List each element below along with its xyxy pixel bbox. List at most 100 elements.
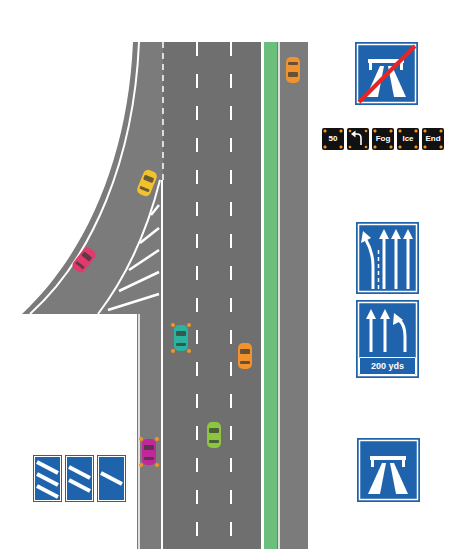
road-markings — [278, 42, 280, 549]
end-of-motorway-sign — [355, 42, 418, 105]
car — [240, 349, 250, 354]
road-markings — [98, 180, 160, 314]
road-markings — [30, 42, 279, 549]
car — [187, 323, 191, 327]
road-markings — [138, 314, 140, 549]
motorway-start-sign — [371, 456, 374, 467]
car — [286, 57, 300, 83]
distance-panel: 200 yds — [359, 357, 416, 375]
countdown-markers — [65, 455, 94, 502]
car — [136, 168, 159, 197]
lane-divergence-sign — [366, 240, 373, 289]
countdown-markers — [37, 486, 58, 497]
car — [238, 343, 252, 369]
matrix-arrow-signal — [349, 130, 352, 133]
lane-divergence-sign — [379, 229, 389, 239]
car — [139, 437, 143, 441]
motorway-start-sign — [357, 438, 420, 502]
road-markings — [161, 180, 163, 549]
car — [155, 463, 159, 467]
road-markings — [261, 42, 263, 549]
motorway-start-sign — [357, 438, 420, 502]
matrix-arrow-signal — [365, 130, 368, 133]
end-of-motorway-sign — [358, 45, 416, 103]
matrix-signal: 50 — [322, 128, 344, 150]
car — [139, 186, 149, 193]
lane-merge-sign — [359, 303, 417, 376]
lane-divergence-sign — [403, 229, 413, 239]
car — [81, 251, 92, 261]
lane-divergence-sign — [407, 238, 410, 289]
car — [187, 349, 191, 353]
motorway-start-sign — [390, 463, 408, 494]
road-markings — [230, 42, 232, 549]
matrix-arrow-signal — [349, 146, 352, 149]
road-surface — [22, 42, 308, 549]
car — [238, 343, 252, 369]
countdown-markers — [67, 457, 93, 501]
matrix-arrow-signal — [365, 146, 368, 149]
matrix-arrow-signal — [347, 128, 369, 150]
car — [171, 349, 175, 353]
car — [139, 437, 159, 467]
car — [144, 457, 154, 460]
lane-merge-sign — [366, 309, 376, 319]
chevron-markings — [129, 250, 159, 270]
car — [240, 361, 250, 364]
lane-divergence-sign — [356, 222, 419, 294]
road-markings — [196, 42, 198, 549]
car — [288, 72, 298, 77]
car — [176, 331, 186, 336]
countdown-markers — [35, 457, 125, 501]
lane-merge-sign — [399, 320, 405, 352]
countdown-markers — [69, 467, 90, 478]
matrix-signal: Fog — [372, 128, 394, 150]
lane-divergence-sign — [366, 238, 408, 289]
motorway-start-sign — [402, 456, 405, 467]
motorway-start-sign — [360, 441, 418, 500]
lane-merge-sign — [356, 300, 419, 378]
car — [288, 62, 298, 65]
car — [209, 440, 219, 443]
road-surface — [277, 42, 308, 549]
sign-text: Ice — [402, 135, 413, 143]
car — [139, 463, 143, 467]
matrix-signal: Ice — [397, 128, 419, 150]
car — [70, 245, 97, 274]
matrix-arrow-signal — [351, 131, 356, 138]
lane-divergence-sign — [356, 222, 419, 294]
countdown-markers — [69, 480, 90, 491]
lane-merge-sign — [380, 309, 390, 319]
lane-merge-sign — [393, 313, 403, 325]
end-of-motorway-sign — [369, 59, 372, 70]
car — [143, 175, 154, 183]
car — [142, 439, 156, 465]
road-surface — [264, 42, 277, 549]
sign-text: 50 — [329, 135, 338, 143]
matrix-arrow-signal — [347, 128, 369, 150]
lane-merge-sign — [356, 300, 419, 378]
car — [176, 343, 186, 346]
car — [286, 57, 300, 83]
lane-divergence-sign — [395, 238, 398, 289]
countdown-markers — [33, 455, 62, 502]
countdown-markers — [37, 462, 58, 473]
road-surface — [22, 42, 163, 549]
end-of-motorway-sign — [355, 42, 418, 105]
car — [174, 325, 188, 351]
motorway-start-sign — [368, 463, 386, 494]
countdown-markers — [35, 457, 61, 501]
car — [207, 422, 221, 448]
countdown-markers — [97, 455, 126, 502]
lane-merge-sign — [370, 318, 373, 352]
car — [209, 428, 219, 433]
countdown-markers — [37, 462, 122, 497]
sign-text: 200 yds — [371, 362, 404, 371]
chevron-markings — [108, 294, 159, 310]
lane-merge-sign — [371, 318, 405, 352]
countdown-markers — [101, 473, 122, 484]
car — [136, 168, 159, 197]
road-surface — [163, 42, 263, 549]
